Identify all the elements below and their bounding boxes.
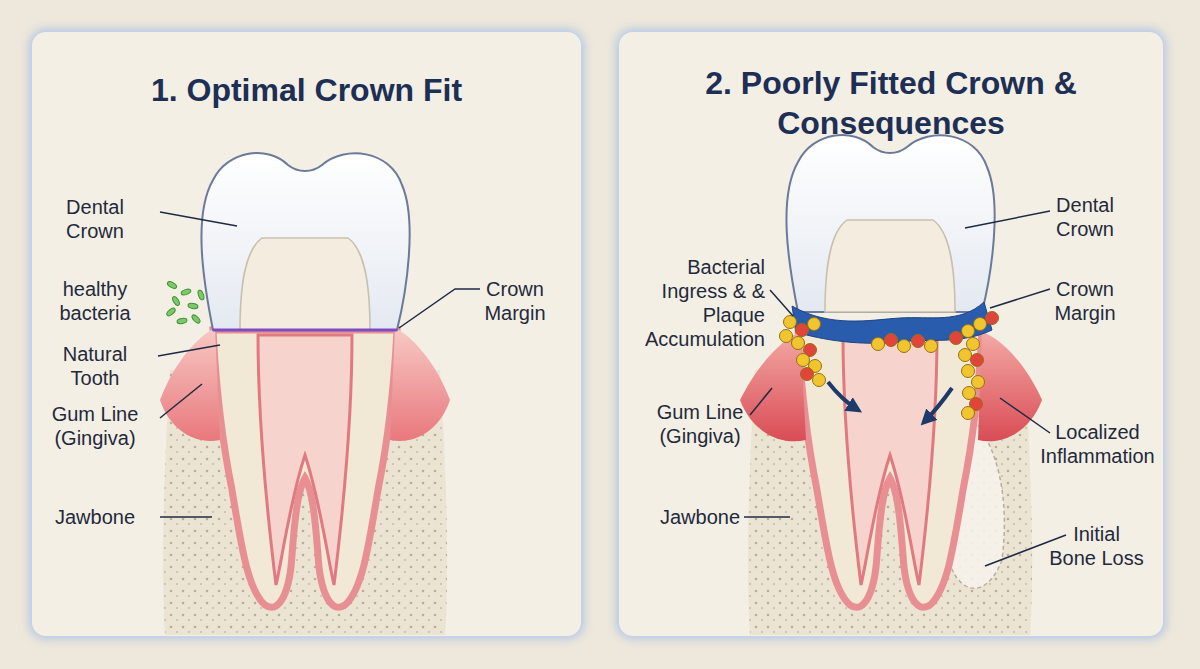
- label-box: Crown Margin: [460, 277, 570, 325]
- gum-shape: [160, 328, 220, 441]
- plaque-bacteria: [780, 312, 999, 420]
- part-label: Jawbone: [45, 505, 145, 529]
- leader-lines: [158, 212, 480, 517]
- inflamed-gum: [978, 332, 1042, 441]
- part-label: Crown Margin: [460, 277, 570, 325]
- label-box: Gum Line (Gingiva): [35, 402, 155, 450]
- label-box: Localized Inflammation: [1035, 420, 1160, 468]
- part-label: Crown Margin: [1030, 277, 1140, 325]
- label-box: Jawbone: [650, 505, 750, 529]
- optimal-tooth: [158, 153, 480, 635]
- panel-title: 1. Optimal Crown Fit: [151, 70, 462, 110]
- healthy-bacteria-cluster: [166, 280, 205, 324]
- gum-shape: [390, 328, 450, 441]
- crown-margin-line: [213, 329, 397, 332]
- label-box: Dental Crown: [40, 195, 150, 243]
- part-label: Initial Bone Loss: [1048, 522, 1145, 570]
- tooth-core: [240, 238, 370, 330]
- part-label: healthy bacteria: [40, 277, 150, 325]
- tooth-root: [798, 330, 982, 607]
- label-box: Gum Line (Gingiva): [640, 400, 760, 448]
- tooth-pulp: [843, 335, 937, 585]
- part-label: Dental Crown: [1030, 193, 1140, 241]
- part-label: Localized Inflammation: [1035, 420, 1160, 468]
- label-box: Dental Crown: [1030, 193, 1140, 241]
- label-box: Initial Bone Loss: [1048, 522, 1145, 570]
- tooth-core: [825, 220, 955, 312]
- dental-crown-shape: [786, 135, 994, 312]
- label-box: Crown Margin: [1030, 277, 1140, 325]
- label-box: Natural Tooth: [40, 342, 150, 390]
- part-label: Jawbone: [650, 505, 750, 529]
- label-box: Jawbone: [45, 505, 145, 529]
- ingress-arrows: [828, 382, 952, 422]
- leader-lines: [744, 211, 1066, 566]
- part-label: Bacterial Ingress & & Plaque Accumulatio…: [640, 255, 765, 351]
- part-label: Gum Line (Gingiva): [35, 402, 155, 450]
- poor-fit-tooth: [740, 135, 1066, 635]
- part-label: Gum Line (Gingiva): [640, 400, 760, 448]
- dental-crown-shape: [201, 153, 409, 330]
- part-label: Dental Crown: [40, 195, 150, 243]
- label-box: healthy bacteria: [40, 277, 150, 325]
- panel-box: 1. Optimal Crown Fit: [30, 30, 583, 638]
- tooth-pulp: [258, 335, 352, 585]
- panel-ground: [618, 31, 1164, 637]
- panel-ground: [31, 31, 582, 637]
- panel-title: 2. Poorly Fitted Crown & Consequences: [641, 63, 1141, 143]
- label-box: Bacterial Ingress & & Plaque Accumulatio…: [640, 255, 765, 351]
- part-label: Natural Tooth: [40, 342, 150, 390]
- tooth-root: [213, 330, 397, 607]
